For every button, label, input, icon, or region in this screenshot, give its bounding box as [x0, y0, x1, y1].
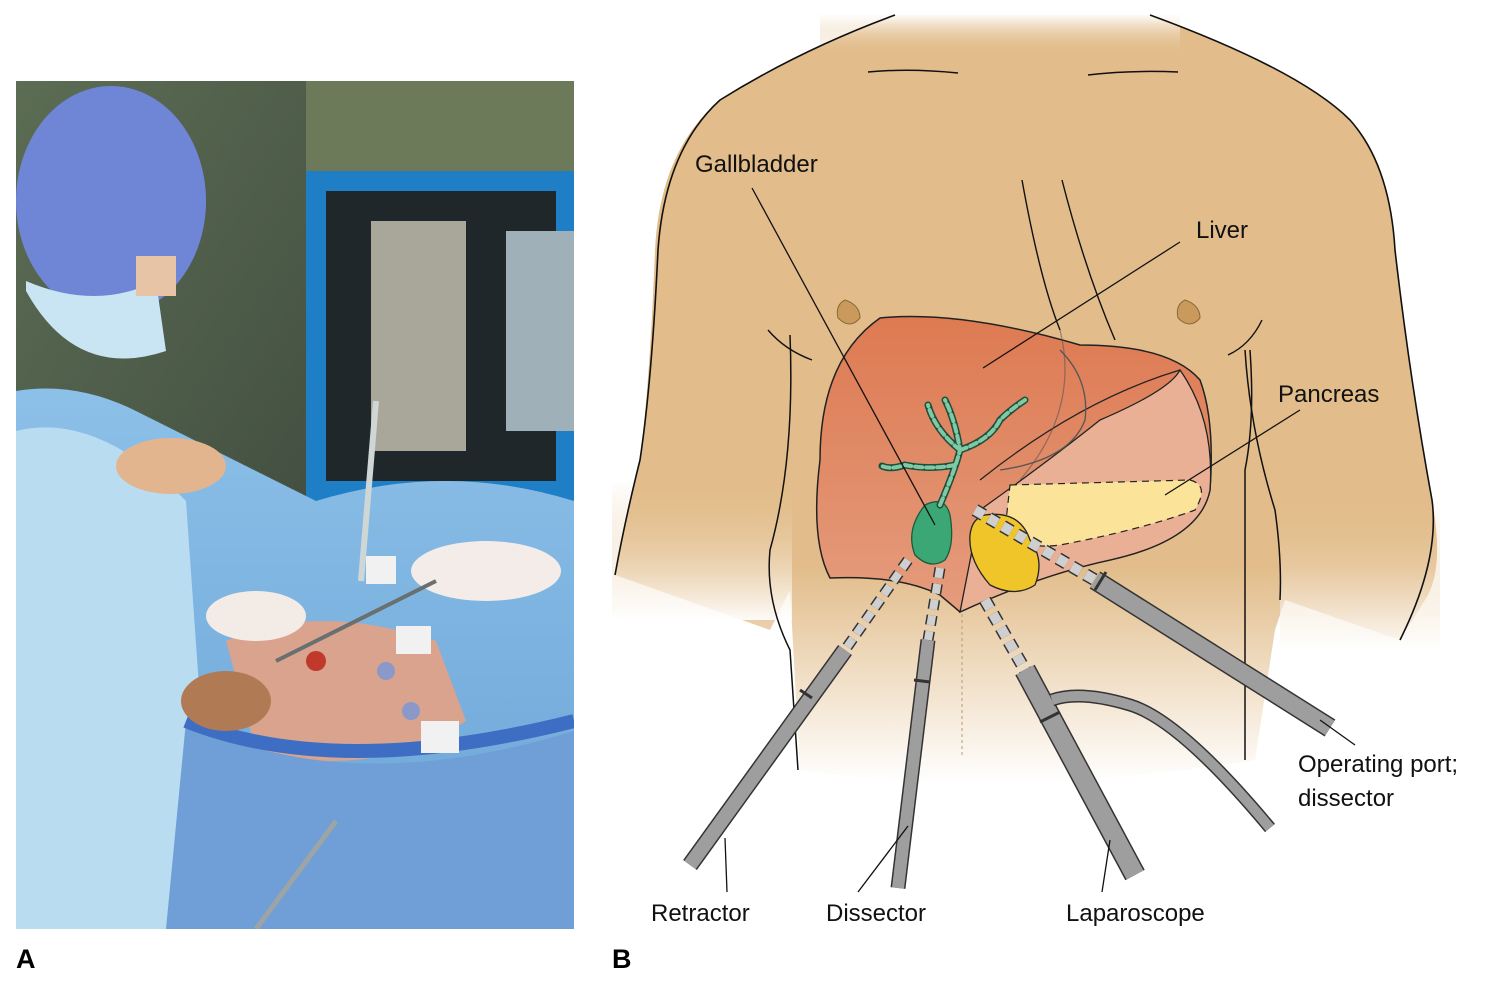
label-liver: Liver: [1196, 217, 1248, 244]
label-operating-port-dissector: dissector: [1298, 785, 1394, 812]
dissector-instrument: [890, 567, 946, 889]
label-pancreas: Pancreas: [1278, 381, 1379, 408]
label-dissector: Dissector: [826, 900, 926, 927]
bile-ducts: [878, 396, 1029, 509]
operating-port-instrument: [971, 504, 1336, 737]
panel-b-label: B: [612, 944, 632, 974]
label-retractor: Retractor: [651, 900, 750, 927]
nipple-right: [1176, 299, 1201, 325]
panel-a-label: A: [16, 944, 36, 974]
label-laparoscope: Laparoscope: [1066, 900, 1205, 927]
nipple-left: [836, 299, 861, 325]
label-gallbladder: Gallbladder: [695, 151, 818, 178]
label-operating-port: Operating port;: [1298, 751, 1458, 778]
laparoscope-instrument: [979, 596, 1275, 881]
gallbladder-shape: [911, 501, 953, 565]
leader-lines: [724, 187, 1356, 893]
surgery-photo: [16, 81, 574, 929]
retractor-instrument: [683, 556, 913, 870]
